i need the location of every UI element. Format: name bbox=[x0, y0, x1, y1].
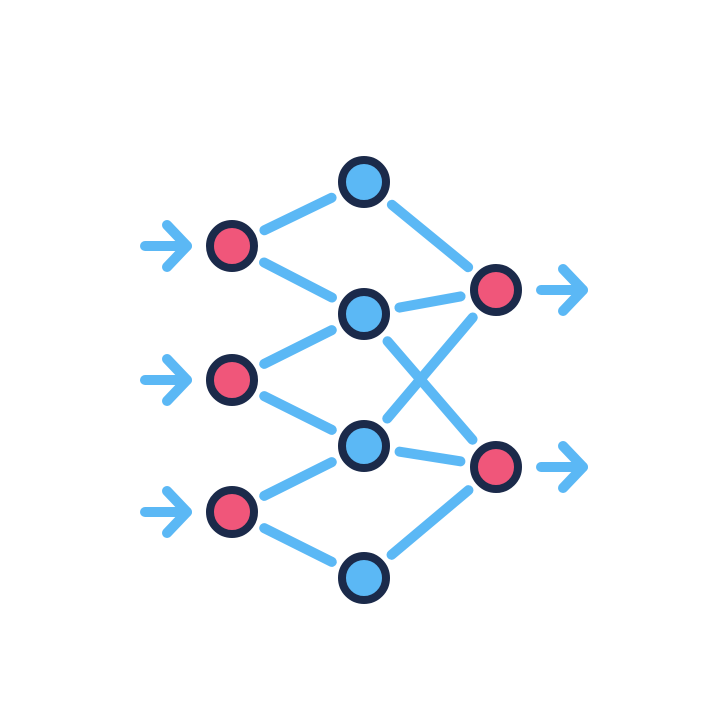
connection-in-1-h-1 bbox=[259, 192, 337, 236]
input-node-in-2 bbox=[206, 354, 258, 406]
connection-h-4-out-2 bbox=[386, 485, 474, 560]
output-arrow-icon-1 bbox=[536, 264, 588, 316]
connection-h-3-out-2 bbox=[394, 446, 466, 467]
io-arrows bbox=[140, 220, 588, 538]
input-arrow-icon-1 bbox=[140, 220, 192, 272]
hidden-node-h-1 bbox=[338, 156, 390, 208]
connection-in-2-h-3 bbox=[259, 391, 337, 435]
connection-in-3-h-3 bbox=[259, 457, 337, 501]
connection-h-3-out-1 bbox=[382, 312, 478, 424]
hidden-node-h-3 bbox=[338, 420, 390, 472]
hidden-node-h-2 bbox=[338, 288, 390, 340]
network-nodes bbox=[206, 156, 522, 604]
output-arrow-icon-2 bbox=[536, 441, 588, 493]
connection-h-1-out-1 bbox=[386, 199, 474, 273]
output-node-out-1 bbox=[470, 264, 522, 316]
connection-in-3-h-4 bbox=[259, 523, 337, 567]
input-node-in-3 bbox=[206, 486, 258, 538]
input-arrow-icon-2 bbox=[140, 354, 192, 406]
output-node-out-2 bbox=[470, 441, 522, 493]
connection-h-2-out-2 bbox=[382, 336, 478, 445]
connection-in-1-h-2 bbox=[259, 257, 337, 303]
connection-lines bbox=[259, 192, 478, 567]
input-arrow-icon-3 bbox=[140, 486, 192, 538]
connection-h-2-out-1 bbox=[394, 291, 466, 313]
hidden-node-h-4 bbox=[338, 552, 390, 604]
connection-in-2-h-2 bbox=[259, 325, 337, 369]
input-node-in-1 bbox=[206, 220, 258, 272]
